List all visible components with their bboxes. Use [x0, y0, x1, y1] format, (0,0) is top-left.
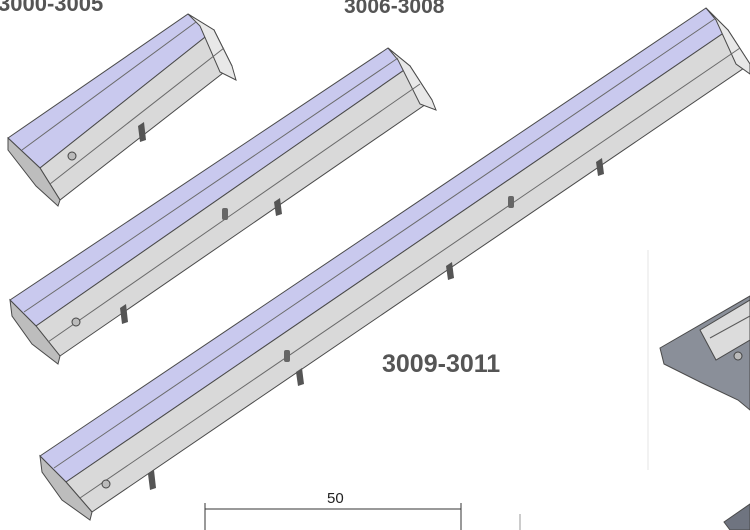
- dimension-line: [204, 503, 521, 530]
- tray-large-clip: [508, 196, 514, 208]
- tray-small: [7, 13, 237, 207]
- tray-large-leg: [596, 158, 604, 176]
- tray-large-rail: [79, 47, 741, 499]
- tray-large-leg: [296, 368, 304, 386]
- label-top-center: 3006-3008: [344, 0, 445, 18]
- tray-large-leg: [446, 262, 454, 280]
- detail-bracket: [723, 503, 750, 530]
- tray-medium-clip: [222, 208, 228, 220]
- tray-small-bolt-icon: [67, 151, 77, 161]
- tray-large-clip: [284, 350, 290, 362]
- tray-large-rail: [53, 17, 717, 469]
- tray-medium-rail: [23, 57, 399, 313]
- tray-medium-leg: [274, 198, 282, 216]
- detail-bolt-icon: [733, 351, 743, 361]
- tray-small-front-end: [7, 136, 61, 207]
- label-middle-right: 3009-3011: [382, 350, 501, 378]
- tray-medium-bolt-icon: [71, 317, 81, 327]
- tray-medium-leg: [120, 304, 128, 324]
- dimension-value: 50: [327, 490, 344, 507]
- detail-rail: [709, 315, 750, 339]
- tray-large-leg: [148, 470, 156, 490]
- detail-view: [647, 250, 750, 530]
- tray-small-end-panel: [187, 13, 237, 81]
- tray-large-bolt-icon: [101, 479, 111, 489]
- tray-small-leg: [138, 122, 146, 142]
- tray-medium-end-panel: [387, 47, 437, 111]
- tray-small-rail: [21, 21, 197, 151]
- tray-medium: [9, 47, 437, 365]
- tray-small-rail: [49, 47, 225, 185]
- tray-large-front-end: [39, 454, 93, 521]
- tray-medium-front-end: [9, 298, 61, 365]
- tray-large: [39, 7, 750, 521]
- label-top-left: 3000-3005: [0, 0, 104, 16]
- tray-large-end-panel: [705, 7, 750, 75]
- tray-medium-rail: [47, 83, 421, 343]
